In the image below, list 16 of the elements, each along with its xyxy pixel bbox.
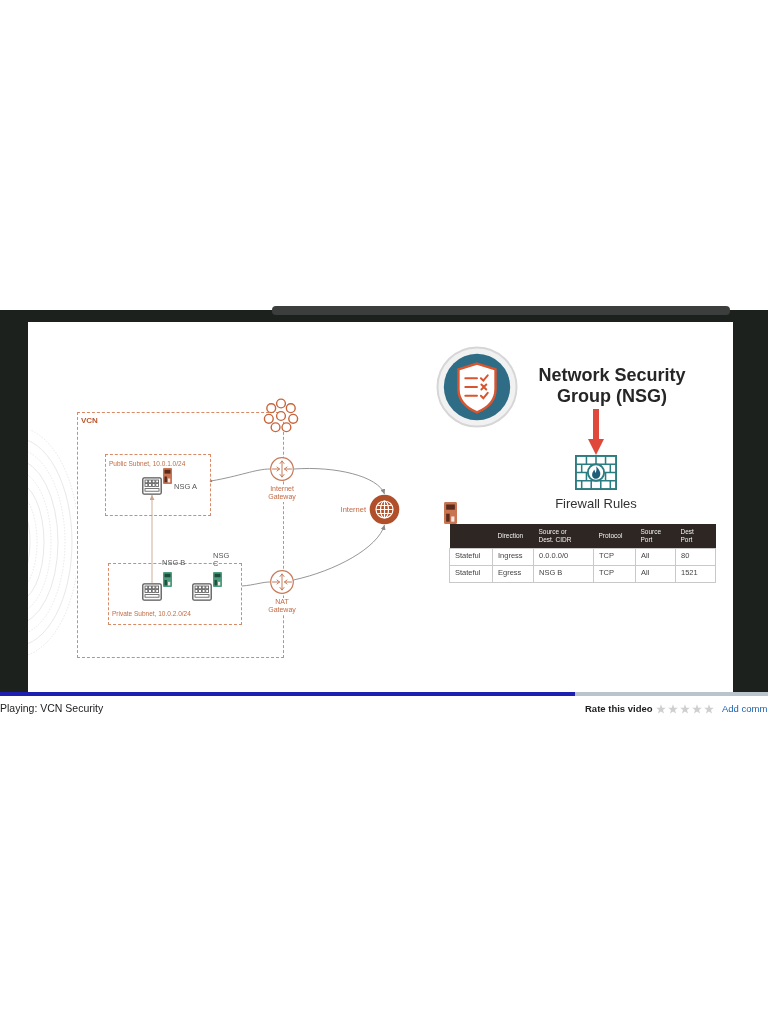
subnet-box xyxy=(105,454,211,516)
caption-text: Firewall Rules xyxy=(554,496,638,511)
gateway-icon xyxy=(270,457,294,481)
vcn-label: VCN xyxy=(81,416,98,425)
arrow xyxy=(588,409,604,455)
connector-line xyxy=(241,581,271,587)
rating-label: Rate this video xyxy=(585,703,653,714)
server-icon xyxy=(192,583,212,601)
server-icon xyxy=(142,477,162,495)
gateway-icon xyxy=(270,570,294,594)
globe-icon xyxy=(369,494,400,525)
heading: Network Security Group (NSG) xyxy=(520,365,704,409)
server-icon xyxy=(142,583,162,601)
firewall-icon xyxy=(575,455,617,490)
now-playing-text: Playing: VCN Security xyxy=(0,702,104,714)
add-comment-link: Add comm xyxy=(722,703,768,714)
